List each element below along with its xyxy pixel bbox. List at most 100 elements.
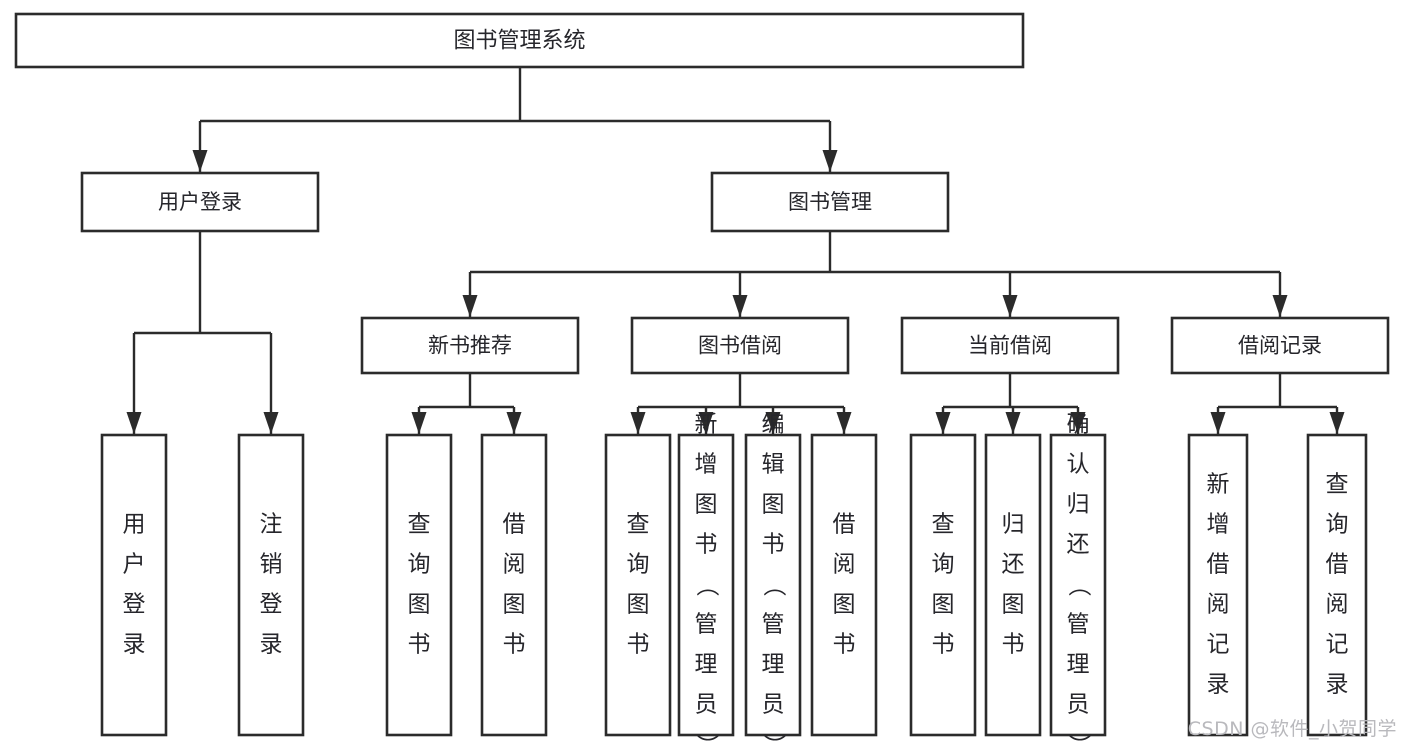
leaf-label-char: 图 <box>762 492 785 518</box>
arrow-head-icon <box>263 412 279 434</box>
leaf-label-char: 增 <box>695 452 718 478</box>
leaf-box-归还图书[interactable] <box>984 433 1042 737</box>
leaf-label-char: 注 <box>260 512 283 538</box>
leaf-box-编辑图书（管理员）[interactable] <box>744 433 802 737</box>
leaf-label-char: 辑 <box>762 452 785 478</box>
leaf-label-char: 图 <box>503 592 526 618</box>
arrow-head-icon <box>1210 412 1226 434</box>
node-label-图书管理: 图书管理 <box>788 190 872 214</box>
leaf-label-char: 查 <box>627 512 650 538</box>
leaf-label-char: 询 <box>627 552 650 578</box>
leaf-label-char: 登 <box>260 592 283 618</box>
node-box-图书借阅[interactable] <box>630 316 850 375</box>
arrow-head-icon <box>506 412 522 434</box>
node-label-root: 图书管理系统 <box>453 29 585 54</box>
leaf-label-用户登录: 用户登录 <box>123 512 146 658</box>
leaf-label-char: 员 <box>762 692 785 718</box>
leaf-box-新增图书（管理员）[interactable] <box>677 433 735 737</box>
arrow-head-icon <box>126 412 142 434</box>
leaf-box-确认归还（管理员）[interactable] <box>1049 433 1107 737</box>
leaf-label-char: 书 <box>627 632 650 658</box>
node-box-用户登录[interactable] <box>80 171 320 233</box>
leaf-label-char: 新 <box>1207 472 1230 498</box>
node-label-当前借阅: 当前借阅 <box>968 334 1052 358</box>
leaf-label-char: 员 <box>695 692 718 718</box>
leaf-box-查询借阅记录[interactable] <box>1306 433 1368 737</box>
leaf-label-char: 书 <box>762 532 785 558</box>
node-box-root[interactable] <box>14 12 1025 69</box>
leaf-label-char: 书 <box>503 632 526 658</box>
arrow-head-icon <box>1329 412 1345 434</box>
arrow-head-icon <box>192 150 208 172</box>
leaf-label-char: 还 <box>1002 552 1025 578</box>
leaf-label-char: ） <box>761 734 787 747</box>
leaf-label-char: 借 <box>833 512 856 538</box>
arrow-head-icon <box>1005 412 1021 434</box>
arrow-head-icon <box>1070 412 1086 434</box>
leaf-label-char: ） <box>1066 734 1092 747</box>
node-box-新书推荐[interactable] <box>360 316 580 375</box>
leaf-label-char: 管 <box>762 612 785 638</box>
leaf-label-char: 管 <box>695 612 718 638</box>
arrow-head-icon <box>630 412 646 434</box>
leaf-label-char: 图 <box>1002 592 1025 618</box>
leaf-label-char: 用 <box>123 512 146 538</box>
leaf-label-char: 询 <box>932 552 955 578</box>
leaf-box-查询图书[interactable] <box>909 433 977 737</box>
node-box-当前借阅[interactable] <box>900 316 1120 375</box>
node-box-借阅记录[interactable] <box>1170 316 1390 375</box>
leaf-label-char: ） <box>694 734 720 747</box>
leaf-label-char: 归 <box>1067 492 1090 518</box>
leaf-label-char: 书 <box>408 632 431 658</box>
node-box-图书管理[interactable] <box>710 171 950 233</box>
arrow-head-icon <box>1002 295 1018 317</box>
leaf-label-char: （ <box>1066 574 1092 597</box>
leaf-label-char: 确 <box>1067 412 1090 438</box>
leaf-label-char: 询 <box>408 552 431 578</box>
arrow-head-icon <box>822 150 838 172</box>
leaf-label-char: 图 <box>627 592 650 618</box>
arrow-head-icon <box>411 412 427 434</box>
leaf-box-注销登录[interactable] <box>237 433 305 737</box>
leaf-label-char: 理 <box>762 652 785 678</box>
leaf-label-char: 员 <box>1067 692 1090 718</box>
leaf-label-char: 图 <box>932 592 955 618</box>
leaf-label-char: 询 <box>1326 512 1349 538</box>
csdn-watermark: CSDN @软件_小贺同学 <box>1187 718 1397 740</box>
leaf-label-char: 录 <box>1326 672 1349 698</box>
arrow-head-icon <box>1272 295 1288 317</box>
leaf-label-char: 录 <box>260 632 283 658</box>
leaf-box-新增借阅记录[interactable] <box>1187 433 1249 737</box>
leaf-label-char: 阅 <box>833 552 856 578</box>
leaf-box-借阅图书[interactable] <box>480 433 548 737</box>
leaf-box-用户登录[interactable] <box>100 433 168 737</box>
leaf-label-char: 销 <box>260 552 283 578</box>
leaf-label-char: 查 <box>1326 472 1349 498</box>
leaf-label-char: 记 <box>1207 632 1230 658</box>
connector-layer <box>126 67 1345 434</box>
arrow-head-icon <box>698 412 714 434</box>
leaf-label-char: 图 <box>695 492 718 518</box>
leaf-label-char: 查 <box>932 512 955 538</box>
node-label-借阅记录: 借阅记录 <box>1238 334 1322 358</box>
leaf-box-查询图书[interactable] <box>604 433 672 737</box>
leaf-box-借阅图书[interactable] <box>810 433 878 737</box>
leaf-label-char: 增 <box>1207 512 1230 538</box>
leaf-label-char: 书 <box>1002 632 1025 658</box>
arrow-head-icon <box>462 295 478 317</box>
leaf-label-char: 书 <box>932 632 955 658</box>
arrow-head-icon <box>732 295 748 317</box>
leaf-label-char: 归 <box>1002 512 1025 538</box>
leaf-label-char: 借 <box>1326 552 1349 578</box>
leaf-box-查询图书[interactable] <box>385 433 453 737</box>
leaf-label-char: 查 <box>408 512 431 538</box>
